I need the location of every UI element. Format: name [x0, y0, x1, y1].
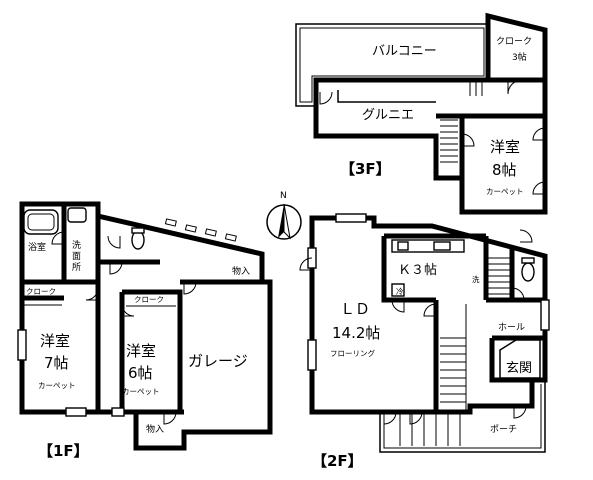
cloak-left-label: クローク — [26, 287, 56, 296]
garage-label: ガレージ — [188, 352, 248, 370]
hall-label: ホール — [498, 322, 525, 333]
western-7-floor: カーペット — [38, 381, 76, 390]
north-compass: N — [266, 191, 302, 240]
floor-3f: バルコニー グルニエ クローク 3帖 洋室 8帖 カーペット 【3F】 — [295, 12, 548, 215]
fridge-label: 冷 — [396, 286, 404, 296]
western-8-floor: カーペット — [486, 187, 524, 196]
cloak-3f-size: 3帖 — [512, 51, 527, 63]
wash-2f-label: 洗 — [472, 274, 480, 284]
bath-label: 浴室 — [28, 241, 46, 253]
ld-floor: フローリング — [330, 348, 375, 358]
floor-1f: 浴室 洗 面 所 クローク 洋室 7帖 カーペット クローク 洋室 6帖 カーペ… — [17, 201, 273, 460]
cloak-3f-name: クローク — [496, 36, 532, 47]
gurunie-label: グルニエ — [362, 108, 414, 123]
washroom-label-2: 面 — [72, 251, 81, 262]
western-7-name: 洋室 — [40, 332, 70, 350]
storage-bottom-label: 物入 — [146, 423, 164, 435]
washroom-label-3: 所 — [72, 262, 81, 273]
western-8-size: 8帖 — [492, 161, 517, 179]
floor-tag-2f: 【2F】 — [312, 452, 363, 470]
floor-tag-1f: 【1F】 — [38, 442, 89, 460]
western-8-name: 洋室 — [490, 138, 520, 156]
ld-size: 14.2帖 — [332, 324, 380, 342]
western-7-size: 7帖 — [44, 354, 69, 372]
ld-name: ＬＤ — [340, 300, 370, 318]
compass-north-label: N — [280, 191, 287, 201]
storage-top-label: 物入 — [232, 265, 250, 277]
western-6-name: 洋室 — [126, 342, 156, 360]
washroom-label: 洗 面 所 — [72, 239, 84, 273]
western-6-floor: カーペット — [122, 387, 160, 396]
floor-2f: Ｋ３帖 冷 洗 ＬＤ 14.2帖 フローリング ホール 玄関 ポーチ 【2F】 — [299, 213, 550, 470]
kitchen-label: Ｋ３帖 — [398, 263, 437, 278]
porch-label: ポーチ — [490, 424, 517, 435]
western-6-size: 6帖 — [128, 364, 153, 382]
entrance-label: 玄関 — [506, 361, 532, 376]
floor-tag-3f: 【3F】 — [340, 160, 391, 178]
cloak-mid-label: クローク — [134, 295, 164, 304]
balcony-label: バルコニー — [372, 44, 437, 59]
washroom-label-1: 洗 — [72, 239, 81, 251]
